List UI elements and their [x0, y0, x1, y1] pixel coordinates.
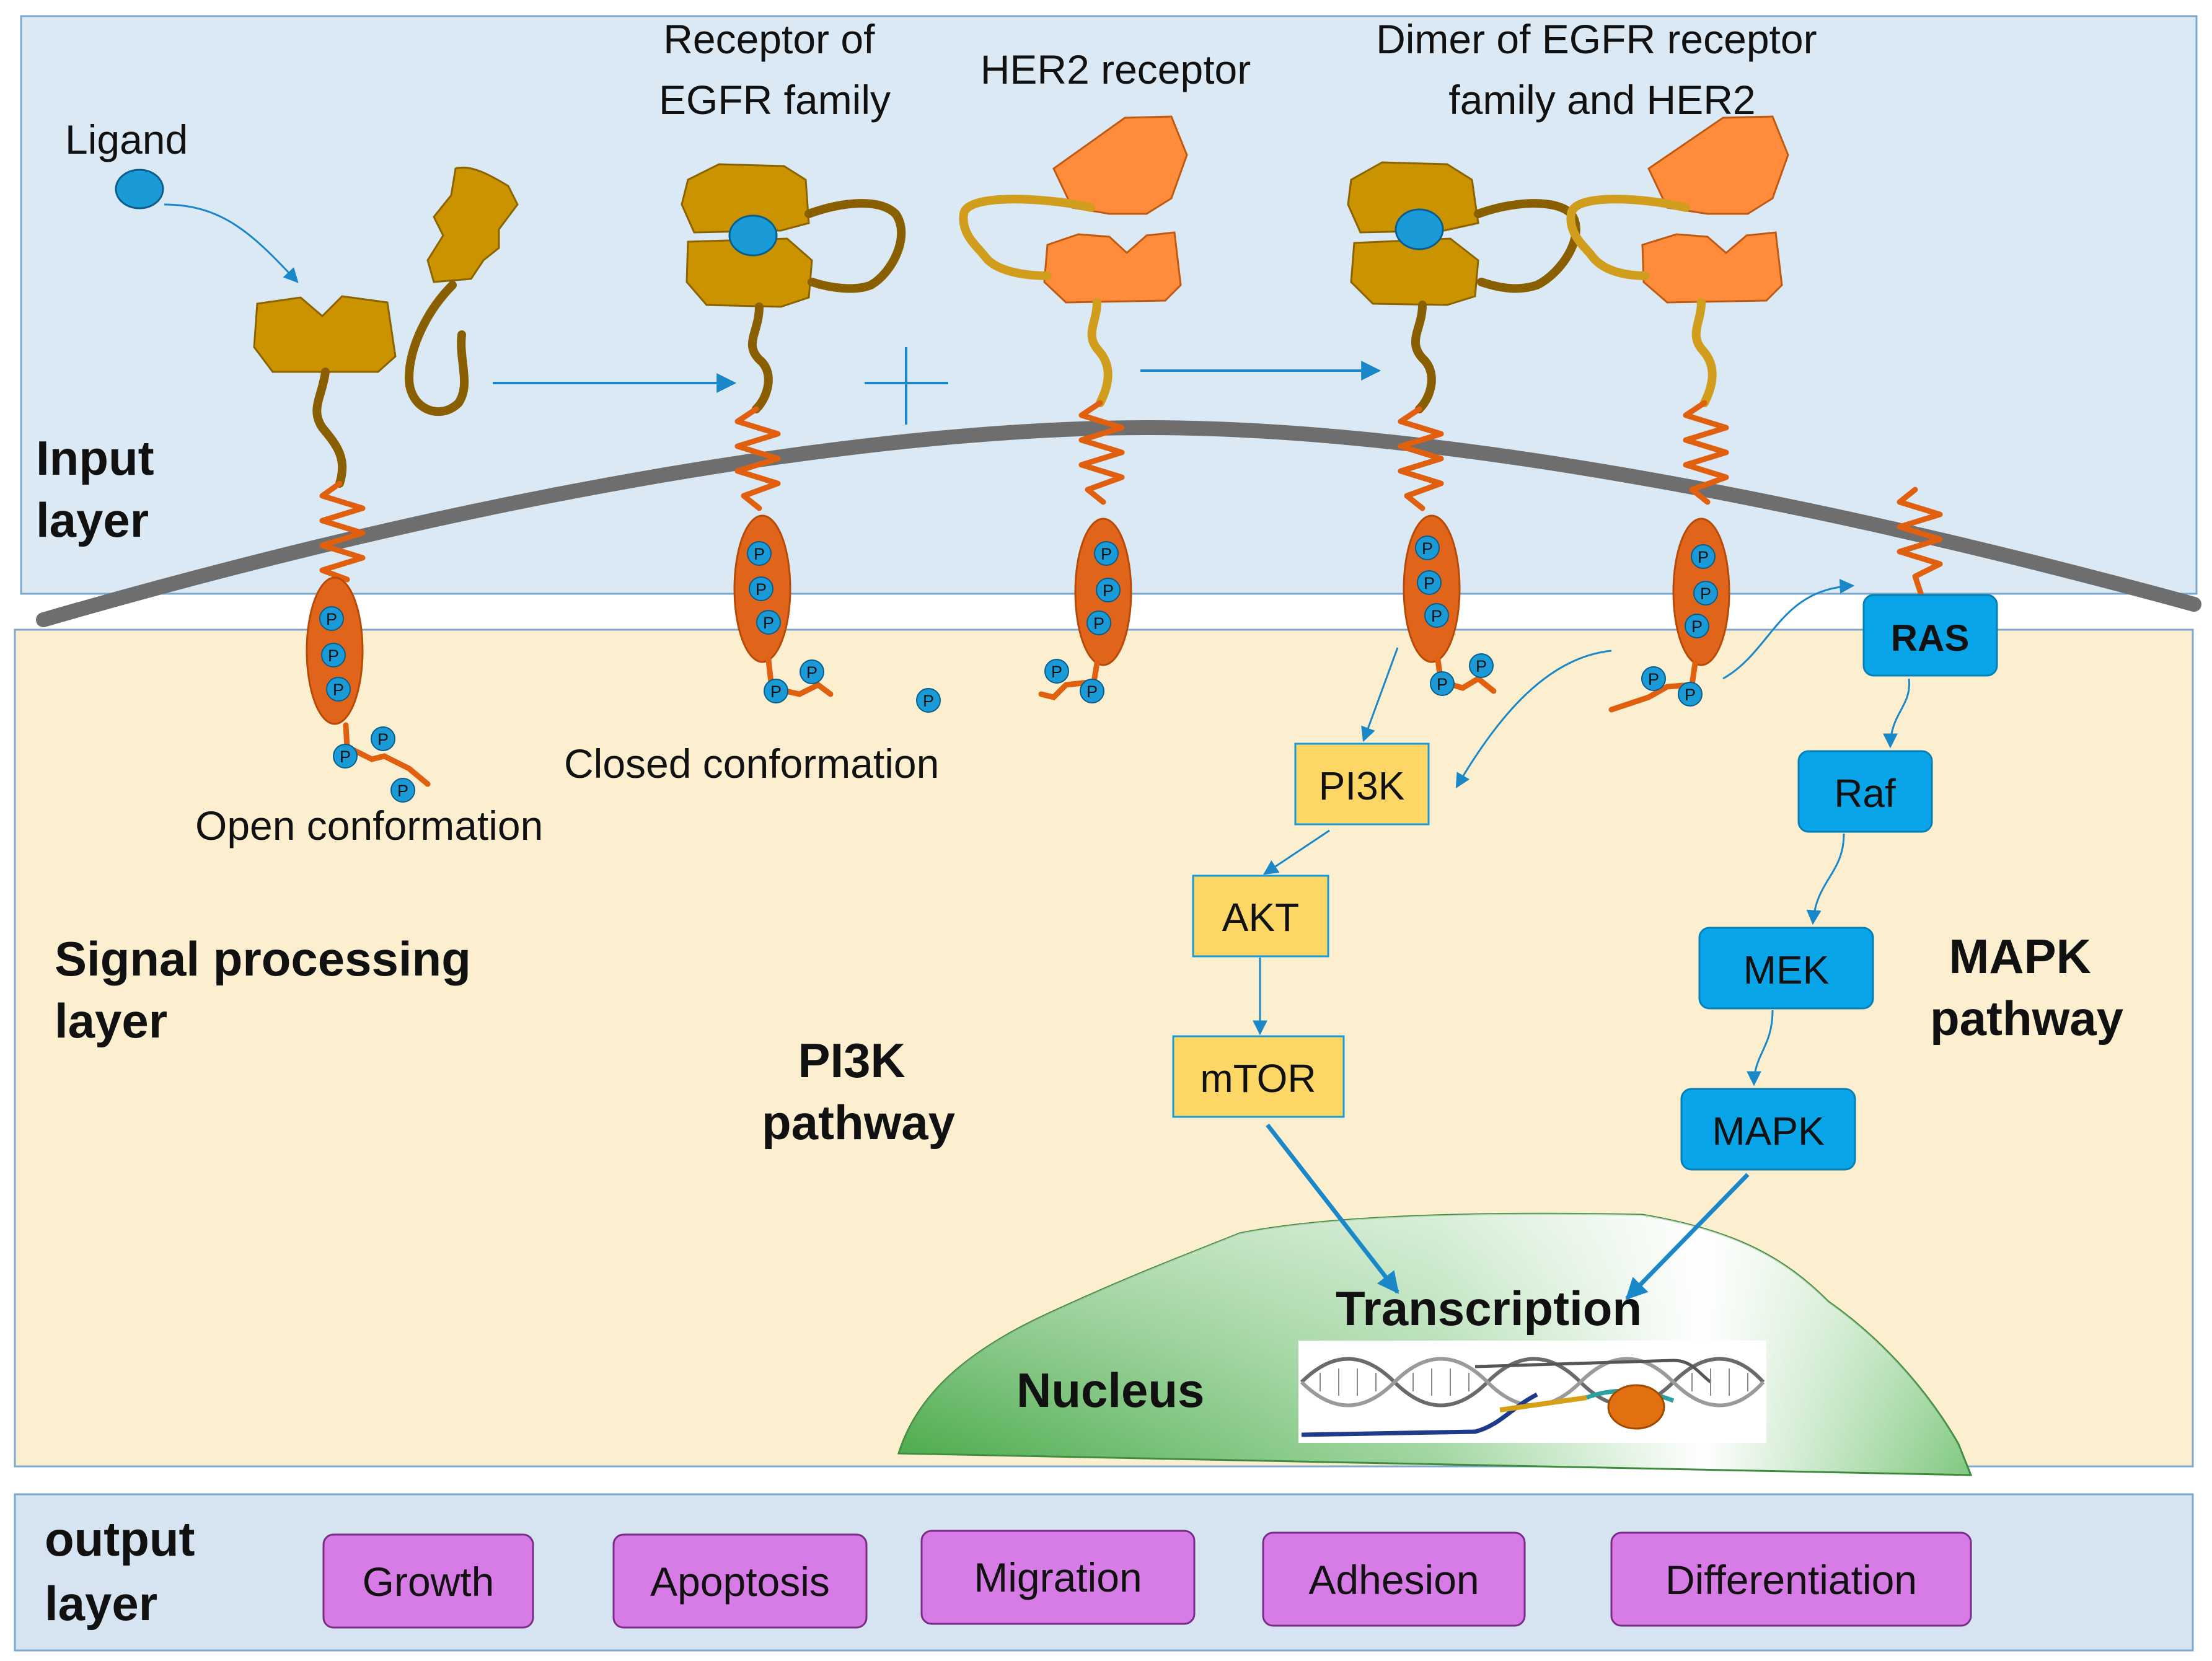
ligand-label: Ligand [65, 117, 188, 162]
raf-node: Raf [1797, 750, 1933, 833]
arrow-dimer-to-ras [1722, 578, 1855, 680]
arrow-dimer-to-pi3k-2 [1455, 650, 1612, 789]
output-layer-label: output layer [45, 1512, 208, 1631]
transcription-label: Transcription [1336, 1281, 1642, 1336]
arrow-mek-to-mapk [1747, 1010, 1774, 1086]
nucleus-label: Nucleus [1016, 1363, 1204, 1417]
arrow-mapk-to-transcription [1625, 1173, 1750, 1300]
output-differentiation: Differentiation [1610, 1531, 1972, 1627]
pi3k-pathway-label: PI3K pathway [762, 1033, 955, 1150]
ras-membrane-anchor [1897, 487, 1943, 598]
egfr-receptor-label: Receptor of EGFR family [659, 16, 891, 123]
dimer-label: Dimer of EGFR receptor family and HER2 [1376, 16, 1828, 123]
pi3k-node: PI3K [1294, 742, 1430, 826]
akt-node: AKT [1192, 875, 1329, 958]
egfr-receptor-open [253, 166, 519, 803]
signal-processing-layer-label: Signal processing layer [55, 932, 485, 1048]
svg-text:AKT: AKT [1222, 895, 1299, 940]
ras-node: RAS [1862, 594, 1998, 677]
her2-receptor-label: HER2 receptor [980, 46, 1251, 92]
svg-text:MEK: MEK [1743, 948, 1830, 992]
svg-text:Differentiation: Differentiation [1665, 1557, 1917, 1603]
cell-membrane [36, 420, 2201, 627]
ligand [115, 169, 164, 209]
svg-text:Migration: Migration [974, 1554, 1142, 1600]
mapk-pathway-label: MAPK pathway [1930, 929, 2123, 1046]
egfr-receptor-closed [681, 163, 906, 703]
arrow-ras-to-raf [1883, 678, 1910, 749]
output-adhesion: Adhesion [1262, 1531, 1526, 1627]
closed-conformation-label: Closed conformation [564, 741, 939, 786]
arrow-raf-to-mek [1806, 833, 1845, 925]
mek-node: MEK [1698, 927, 1874, 1010]
arrow-pi3k-to-akt [1263, 829, 1330, 875]
ligand-binding-arrow [164, 203, 299, 283]
arrow-dimer-to-pi3k-1 [1361, 647, 1399, 742]
output-migration: Migration [920, 1530, 1196, 1625]
output-growth: Growth [322, 1533, 534, 1629]
svg-text:PI3K: PI3K [1319, 764, 1405, 808]
svg-text:MAPK: MAPK [1712, 1109, 1824, 1153]
free-phosphate [916, 688, 941, 713]
svg-text:mTOR: mTOR [1200, 1056, 1316, 1101]
plus-sign [865, 347, 948, 425]
arrow-mtor-to-transcription [1266, 1123, 1399, 1294]
her2-receptor [959, 115, 1188, 703]
svg-text:Raf: Raf [1834, 771, 1896, 816]
input-layer-label: Input layer [36, 431, 167, 547]
svg-text:Adhesion: Adhesion [1308, 1557, 1479, 1603]
egfr-her2-dimer [1347, 115, 1789, 713]
svg-text:Growth: Growth [363, 1559, 495, 1605]
open-conformation-label: Open conformation [195, 803, 543, 848]
svg-text:Apoptosis: Apoptosis [650, 1559, 830, 1605]
mapk-node: MAPK [1680, 1088, 1856, 1171]
svg-text:RAS: RAS [1891, 617, 1970, 659]
mtor-node: mTOR [1172, 1035, 1345, 1118]
output-apoptosis: Apoptosis [612, 1533, 868, 1629]
dna-transcription-image [1298, 1341, 1766, 1443]
